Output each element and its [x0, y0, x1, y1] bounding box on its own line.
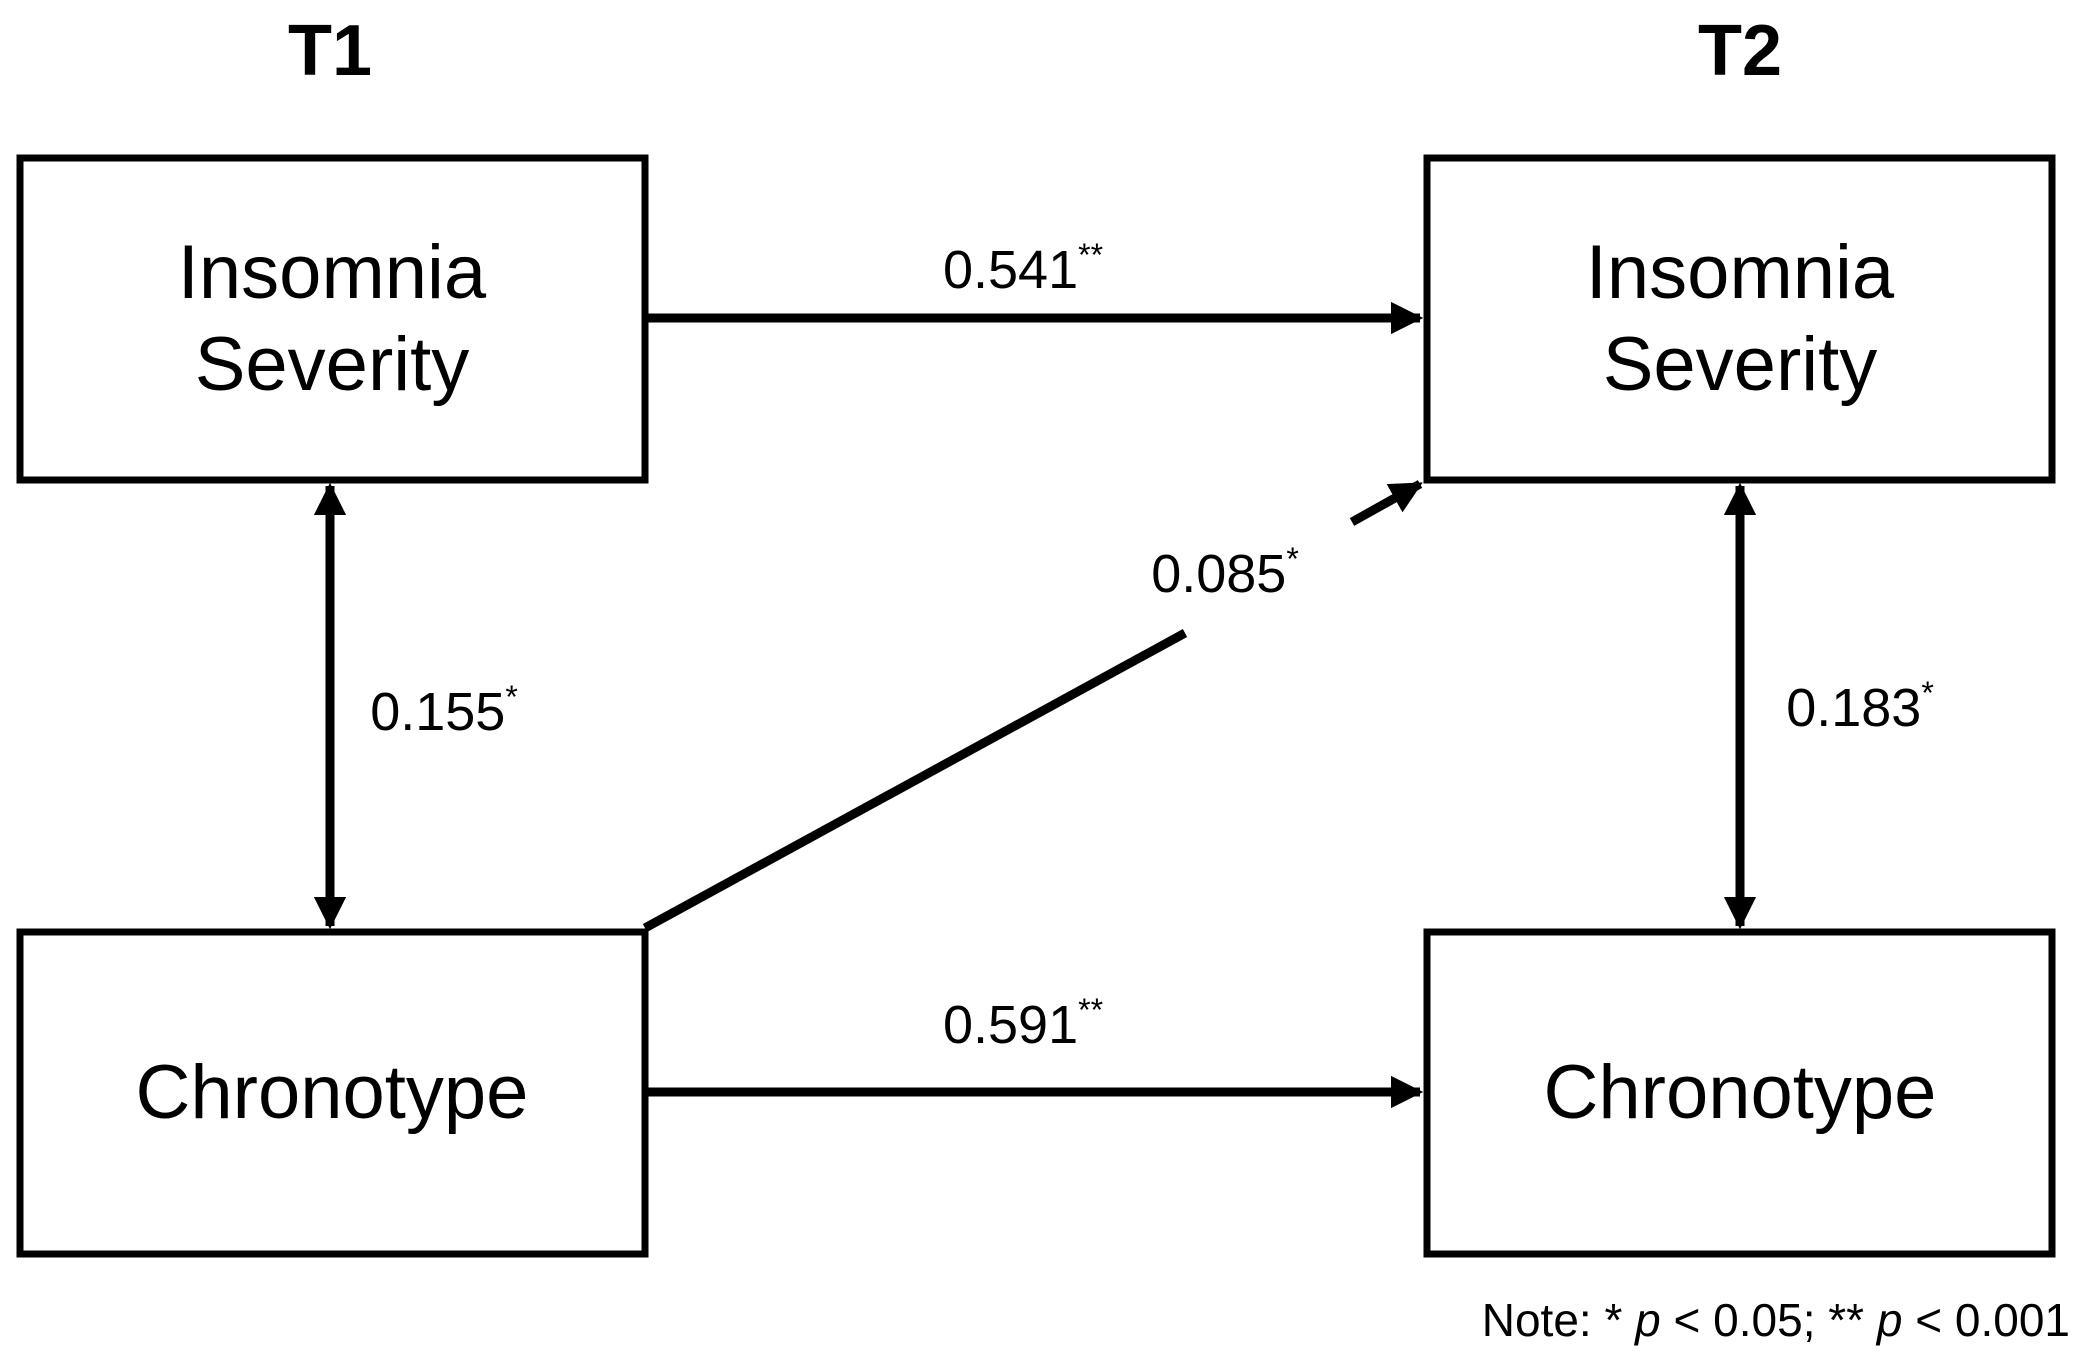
insomnia-stability-sig: **: [1078, 237, 1103, 273]
t1-chronotype-node: Chronotype: [16, 928, 649, 1258]
t1-chronotype-label: Chronotype: [136, 1050, 529, 1135]
t2-chronotype-node: Chronotype: [1423, 928, 2056, 1258]
note-threshold-2: < 0.001: [1902, 1294, 2070, 1346]
t1-heading: T1: [288, 11, 372, 91]
t1-correlation-value: 0.155: [370, 682, 505, 742]
t2-insomnia-box: [1423, 154, 2056, 484]
t2-chronotype-box: [1423, 928, 2056, 1258]
chronotype-stability-sig: **: [1078, 992, 1103, 1028]
chronotype-stability-value: 0.591: [943, 995, 1078, 1055]
t2-correlation-value: 0.183: [1786, 678, 1921, 738]
t2-correlation-coef: 0.183*: [1786, 675, 1934, 738]
chronotype-stability-coef: 0.591**: [943, 992, 1103, 1055]
insomnia-stability-coef: 0.541**: [943, 237, 1103, 300]
t2-heading: T2: [1698, 11, 1782, 91]
cross-lagged-line: [642, 629, 1188, 932]
t1-correlation-sig: *: [505, 679, 517, 715]
t1-chronotype-box: [16, 928, 649, 1258]
t2-insomnia-node: Insomnia Severity: [1423, 154, 2056, 484]
t1-insomnia-node: Insomnia Severity: [16, 154, 649, 484]
t1-insomnia-box: [16, 154, 649, 484]
t1-insomnia-label-line1: Insomnia: [178, 230, 487, 315]
significance-note: Note: * p < 0.05; ** p < 0.001: [1482, 1294, 2070, 1346]
insomnia-stability-value: 0.541: [943, 240, 1078, 300]
t1-correlation-coef: 0.155*: [370, 679, 518, 742]
t2-insomnia-label-line1: Insomnia: [1586, 230, 1895, 315]
cross-lagged-sig: *: [1286, 541, 1298, 577]
note-prefix: Note: *: [1482, 1294, 1635, 1346]
cross-lagged-coef: 0.085*: [1151, 541, 1299, 604]
cross-lagged-value: 0.085: [1151, 544, 1286, 604]
note-p-symbol-2: p: [1875, 1294, 1903, 1346]
t2-chronotype-label: Chronotype: [1544, 1050, 1937, 1135]
t1-insomnia-label-line2: Severity: [195, 322, 470, 407]
t2-correlation-sig: *: [1921, 675, 1933, 711]
cross-lagged-arrow: [1349, 480, 1423, 526]
t2-insomnia-label-line2: Severity: [1603, 322, 1878, 407]
note-p-symbol-1: p: [1633, 1294, 1661, 1346]
note-threshold-1: < 0.05; **: [1661, 1294, 1877, 1346]
